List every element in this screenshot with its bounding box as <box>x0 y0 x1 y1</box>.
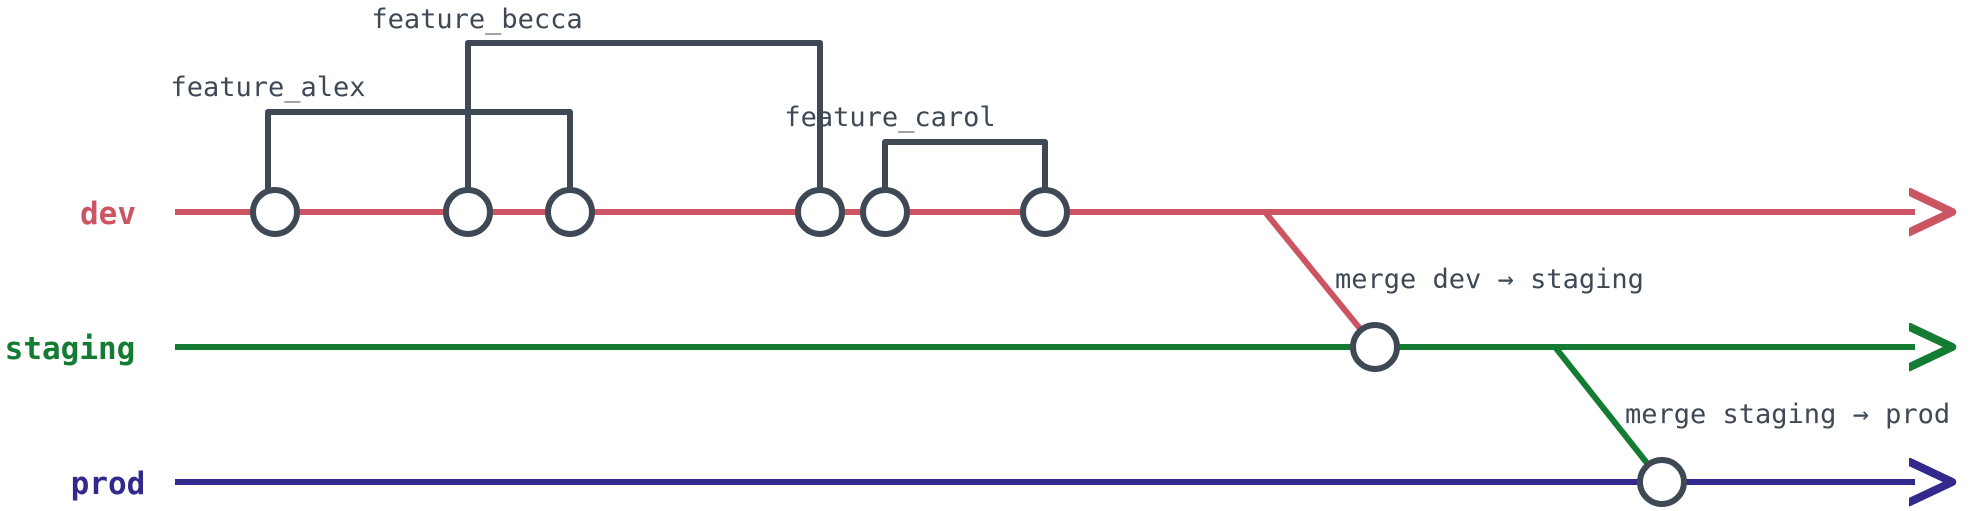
commit-node[interactable] <box>1020 187 1070 237</box>
feature-branch-feature_carol: feature_carol <box>784 102 1048 215</box>
merge-label-dev-staging: merge dev → staging <box>1335 264 1644 295</box>
merge-staging-prod: merge staging → prod <box>1552 344 1950 485</box>
branch-label-dev: dev <box>80 196 136 232</box>
feature-label-feature_alex: feature_alex <box>170 72 365 103</box>
merge-line-staging-prod <box>1552 344 1665 485</box>
feature-bracket-feature_alex <box>265 109 573 215</box>
feature-bracket-feature_becca <box>465 40 823 215</box>
merge-commit-node-prod[interactable] <box>1637 457 1687 507</box>
feature-bracket-feature_carol <box>882 139 1048 215</box>
commit-node[interactable] <box>860 187 910 237</box>
merge-line-dev-staging <box>1262 209 1378 350</box>
branch-label-staging: staging <box>5 331 136 367</box>
merge-dev-staging: merge dev → staging <box>1262 209 1644 350</box>
commit-node[interactable] <box>250 187 300 237</box>
feature-label-feature_becca: feature_becca <box>371 4 582 35</box>
commit-node[interactable] <box>443 187 493 237</box>
feature-branch-feature_becca: feature_becca <box>371 4 823 215</box>
commit-node[interactable] <box>545 187 595 237</box>
feature-label-feature_carol: feature_carol <box>784 102 995 133</box>
commit-nodes-dev <box>250 187 1070 237</box>
merge-commit-node-staging[interactable] <box>1350 322 1400 372</box>
branch-dev: dev <box>80 196 1915 232</box>
branch-prod: prod <box>71 466 1915 502</box>
commit-node[interactable] <box>795 187 845 237</box>
branch-label-prod: prod <box>71 466 146 502</box>
branch-staging: staging <box>5 331 1915 367</box>
merge-label-staging-prod: merge staging → prod <box>1625 399 1950 430</box>
merge-commit-nodes <box>1350 322 1687 507</box>
feature-branch-feature_alex: feature_alex <box>170 72 573 215</box>
